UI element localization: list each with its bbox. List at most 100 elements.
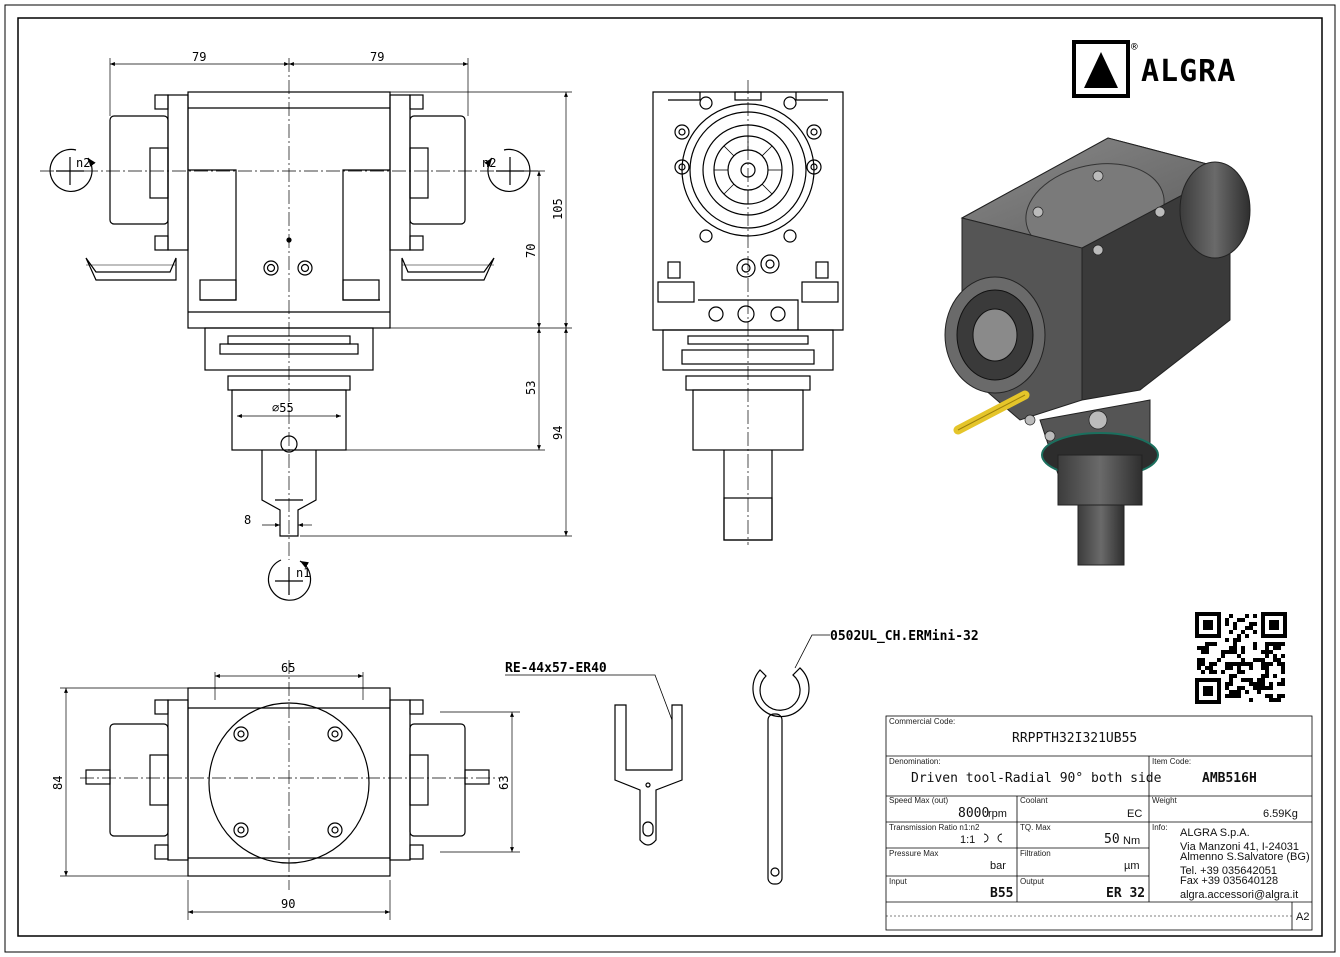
qr-module xyxy=(1229,694,1233,698)
telephone: Tel. +39 035642051 xyxy=(1180,865,1277,877)
qr-module xyxy=(1245,614,1249,618)
qr-module xyxy=(1229,662,1233,666)
qr-module xyxy=(1249,666,1253,670)
qr-module xyxy=(1237,686,1241,690)
front-view-dimensions xyxy=(109,58,572,537)
qr-module xyxy=(1241,678,1245,682)
qr-module xyxy=(1209,642,1213,646)
label-commercial-code: Commercial Code: xyxy=(889,717,955,726)
qr-module xyxy=(1269,650,1273,654)
qr-module xyxy=(1277,682,1281,686)
dim-90: 90 xyxy=(281,897,295,911)
qr-module xyxy=(1201,658,1205,662)
dim-8: 8 xyxy=(244,513,251,527)
qr-module xyxy=(1265,694,1269,698)
qr-module xyxy=(1201,662,1205,666)
qr-module xyxy=(1281,666,1285,670)
qr-module xyxy=(1245,626,1249,630)
label-input: Input xyxy=(889,877,908,886)
qr-module xyxy=(1229,614,1233,618)
dim-right-width: 79 xyxy=(370,50,384,64)
qr-module xyxy=(1261,674,1265,678)
qr-module xyxy=(1277,646,1281,650)
wrench-re xyxy=(505,674,683,846)
label-weight: Weight xyxy=(1152,796,1178,805)
qr-module xyxy=(1221,650,1225,654)
qr-module xyxy=(1241,630,1245,634)
qr-module xyxy=(1281,678,1285,682)
qr-module xyxy=(1201,670,1205,674)
qr-module xyxy=(1237,666,1241,670)
sheet-size: A2 xyxy=(1296,911,1309,923)
qr-module xyxy=(1265,654,1269,658)
brand-name: ALGRA xyxy=(1141,54,1236,89)
qr-module xyxy=(1197,658,1201,662)
qr-module xyxy=(1281,694,1285,698)
item-code: AMB516H xyxy=(1202,771,1257,786)
qr-module xyxy=(1241,618,1245,622)
qr-code xyxy=(1195,612,1287,704)
qr-module xyxy=(1229,666,1233,670)
qr-module xyxy=(1269,694,1273,698)
qr-module xyxy=(1265,650,1269,654)
qr-module xyxy=(1225,618,1229,622)
inner-frame xyxy=(17,17,1323,937)
qr-module xyxy=(1213,670,1217,674)
qr-module xyxy=(1229,674,1233,678)
rotation-n2-left: n2 xyxy=(76,156,90,170)
callout-wrench: RE-44x57-ER40 xyxy=(505,661,607,676)
output-value: ER 32 xyxy=(1106,886,1145,901)
qr-module xyxy=(1257,682,1261,686)
qr-module xyxy=(1261,658,1265,662)
qr-module xyxy=(1225,622,1229,626)
qr-module xyxy=(1229,690,1233,694)
qr-module xyxy=(1233,690,1237,694)
qr-module xyxy=(1237,662,1241,666)
qr-module xyxy=(1245,690,1249,694)
qr-module xyxy=(1233,638,1237,642)
qr-module xyxy=(1229,646,1233,650)
qr-module xyxy=(1209,666,1213,670)
algra-logo: ® ALGRA xyxy=(1072,40,1236,98)
torque-unit: Nm xyxy=(1123,835,1140,847)
qr-module xyxy=(1229,630,1233,634)
qr-module xyxy=(1241,658,1245,662)
qr-module xyxy=(1249,626,1253,630)
qr-module xyxy=(1225,662,1229,666)
qr-module xyxy=(1273,642,1277,646)
qr-module xyxy=(1213,642,1217,646)
qr-module xyxy=(1205,646,1209,650)
qr-module xyxy=(1277,642,1281,646)
qr-module xyxy=(1245,678,1249,682)
qr-module xyxy=(1257,678,1261,682)
address-line-1: Via Manzoni 41, I-24031 xyxy=(1180,841,1299,853)
qr-module xyxy=(1265,674,1269,678)
label-filtration: Filtration xyxy=(1020,849,1051,858)
qr-module xyxy=(1253,686,1257,690)
qr-module xyxy=(1277,698,1281,702)
qr-module xyxy=(1241,686,1245,690)
qr-module xyxy=(1265,642,1269,646)
dim-105: 105 xyxy=(551,198,565,220)
qr-module xyxy=(1225,686,1229,690)
qr-module xyxy=(1233,674,1237,678)
qr-module xyxy=(1205,642,1209,646)
label-pressure: Pressure Max xyxy=(889,849,938,858)
qr-module xyxy=(1233,626,1237,630)
qr-module xyxy=(1253,630,1257,634)
qr-module xyxy=(1237,654,1241,658)
dim-left-width: 79 xyxy=(192,50,206,64)
callout-key: 0502UL_CH.ERMini-32 xyxy=(830,629,979,644)
qr-module xyxy=(1273,658,1277,662)
speed-value: 8000 xyxy=(958,806,989,821)
qr-module xyxy=(1261,686,1265,690)
qr-module xyxy=(1233,662,1237,666)
qr-module xyxy=(1273,646,1277,650)
qr-module xyxy=(1205,666,1209,670)
weight-value: 6.59Kg xyxy=(1263,808,1298,820)
qr-module xyxy=(1281,670,1285,674)
qr-module xyxy=(1245,634,1249,638)
speed-unit: rpm xyxy=(988,808,1007,820)
qr-module xyxy=(1253,642,1257,646)
qr-module xyxy=(1209,670,1213,674)
